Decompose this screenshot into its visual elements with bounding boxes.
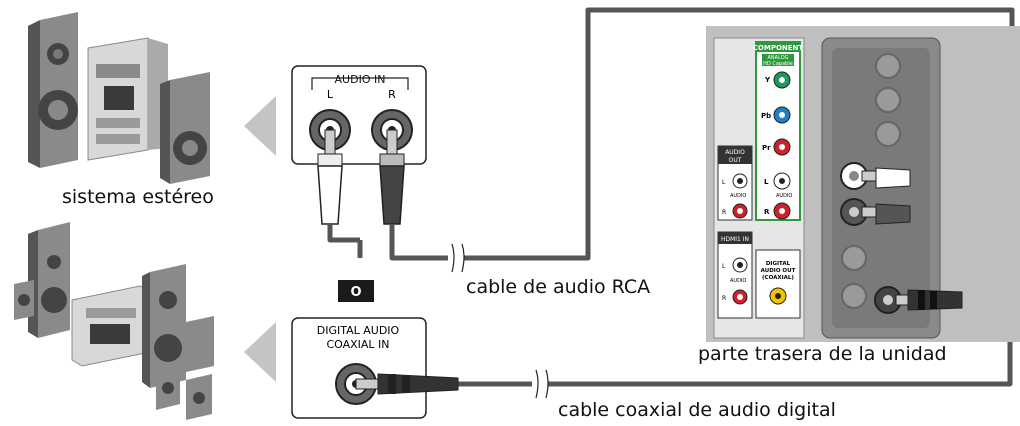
hdmi1-l-label: L: [722, 263, 726, 270]
audio-out-l-label: L: [722, 179, 726, 186]
digital-out-line1: DIGITAL: [766, 261, 791, 267]
digital-out-line3: (COAXIAL): [762, 275, 794, 281]
coax-break-mark: [532, 369, 549, 399]
hdmi1-r-label: R: [722, 295, 726, 302]
digital-in-title-1: DIGITAL AUDIO: [317, 324, 400, 337]
rca-cable-caption: cable de audio RCA: [466, 276, 651, 298]
digital-out-line2: AUDIO OUT: [761, 268, 796, 274]
hdmi1-audio-label: AUDIO: [730, 278, 746, 284]
audio-in-right-label: R: [388, 88, 396, 101]
rca-plugs: [317, 129, 405, 225]
audio-in-connector: AUDIO IN L R: [291, 65, 427, 165]
comp-l-label: L: [764, 178, 769, 186]
tv-back-panel: COMPONENT ANALOG HD Capable Y Pb Pr L AU…: [706, 26, 1020, 342]
comp-r-label: R: [764, 208, 770, 216]
digital-in-title-2: COAXIAL IN: [326, 338, 389, 351]
or-badge: [338, 280, 374, 302]
hdmi1-title: HDMI1 IN: [721, 236, 749, 243]
coaxial-cable-caption: cable coaxial de audio digital: [558, 399, 836, 421]
audio-out-title1: AUDIO: [725, 149, 745, 156]
comp-audio-label: AUDIO: [776, 193, 792, 199]
tv-back-caption: parte trasera de la unidad: [698, 343, 947, 365]
jack-pr-label: Pr: [762, 144, 771, 152]
component-sub2: HD Capable: [763, 61, 793, 67]
audio-in-title: AUDIO IN: [335, 73, 386, 86]
audio-out-title2: OUT: [729, 157, 742, 164]
component-label: COMPONENT: [753, 44, 804, 52]
audio-out-audio-label: AUDIO: [730, 193, 746, 199]
or-label: O: [350, 285, 361, 300]
digital-in-connector: DIGITAL AUDIO COAXIAL IN: [291, 317, 427, 419]
audio-out-r-label: R: [722, 209, 726, 216]
jack-pb-label: Pb: [761, 112, 771, 120]
component-sub1: ANALOG: [768, 55, 789, 61]
stereo-system-icon: [28, 12, 210, 184]
direction-arrow: [244, 322, 276, 382]
audio-in-left-label: L: [327, 88, 334, 101]
coax-plug: [355, 373, 459, 395]
home-theater-icon: [14, 222, 214, 420]
rca-break-mark: [448, 243, 465, 273]
direction-arrow: [244, 96, 276, 156]
jack-y-label: Y: [764, 76, 771, 84]
stereo-caption: sistema estéreo: [62, 186, 214, 208]
